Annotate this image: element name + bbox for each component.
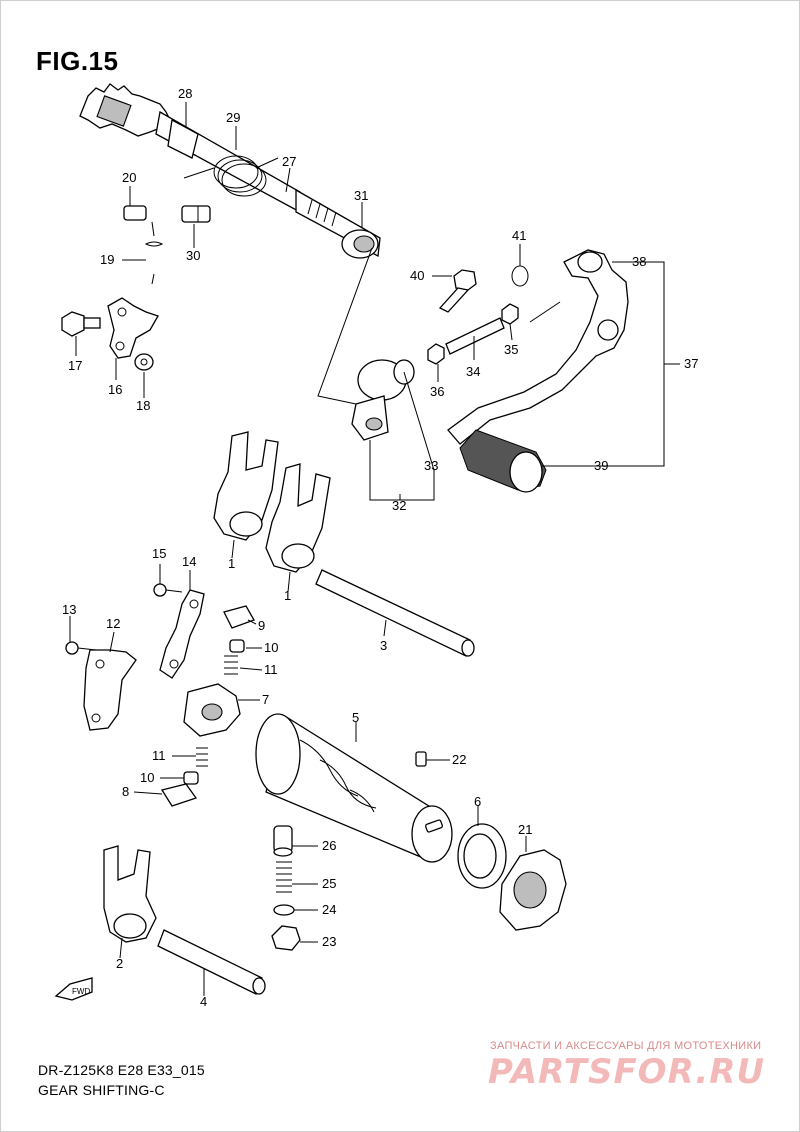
fork-shaft-4	[157, 929, 266, 995]
callout-10-upper: 10	[264, 640, 278, 655]
pin-22	[415, 751, 427, 767]
callout-29: 29	[226, 110, 240, 125]
callout-35: 35	[504, 342, 518, 357]
shift-fork-1-lower	[265, 463, 331, 573]
callout-26: 26	[322, 838, 336, 853]
callout-11-lower: 11	[152, 748, 166, 763]
plug-23	[271, 925, 301, 951]
shift-fork-1-upper	[213, 431, 279, 541]
pin-10-upper	[229, 639, 245, 653]
callout-24: 24	[322, 902, 336, 917]
shaft-return-spring	[183, 155, 279, 197]
callout-labels: 28 29 27 31 20 19 30 17 16 18 40 41 38 3…	[62, 86, 698, 1009]
callout-1-upper: 1	[228, 556, 235, 571]
callout-34: 34	[466, 364, 480, 379]
callout-10-lower: 10	[140, 770, 154, 785]
callout-36: 36	[430, 384, 444, 399]
pin-10-lower	[183, 771, 199, 785]
callout-38: 38	[632, 254, 646, 269]
section-name: GEAR SHIFTING-C	[38, 1082, 165, 1098]
callout-7: 7	[262, 692, 269, 707]
callout-3: 3	[380, 638, 387, 653]
callout-9: 9	[258, 618, 265, 633]
stopper-bracket-12	[83, 649, 137, 731]
fwd-direction-arrow-icon: FWD	[54, 977, 93, 1001]
washer-18	[134, 353, 154, 371]
bolt-34	[445, 317, 505, 355]
spring-25	[276, 861, 292, 893]
clip-41	[511, 265, 529, 287]
washer-6	[457, 823, 507, 889]
fwd-label: FWD	[72, 987, 90, 996]
model-code: DR-Z125K8 E28 E33_015	[38, 1062, 205, 1078]
gear-shift-lever	[447, 249, 629, 445]
spring-19	[144, 221, 164, 285]
callout-32: 32	[392, 498, 406, 513]
callout-2: 2	[116, 956, 123, 971]
gear-shift-cam-drum	[255, 713, 453, 863]
callout-41: 41	[512, 228, 526, 243]
watermark-logo: PARTSFOR.RU	[488, 1052, 766, 1092]
callout-27: 27	[282, 154, 296, 169]
callout-20: 20	[122, 170, 136, 185]
stopper-plate-14	[159, 589, 205, 679]
cam-stopper-7	[183, 683, 241, 737]
spring-11-upper	[224, 655, 238, 675]
fork-shaft-3	[315, 569, 475, 657]
callout-6: 6	[474, 794, 481, 809]
callout-13: 13	[62, 602, 76, 617]
cam-plate-21	[499, 849, 567, 931]
callout-5: 5	[352, 710, 359, 725]
link-rod-joint-32-33	[351, 359, 415, 441]
callout-18: 18	[136, 398, 150, 413]
callout-23: 23	[322, 934, 336, 949]
callout-37: 37	[684, 356, 698, 371]
callout-31: 31	[354, 188, 368, 203]
callout-28: 28	[178, 86, 192, 101]
oil-seal-31	[341, 229, 379, 259]
screw-13	[65, 641, 97, 655]
gasket-24	[273, 904, 295, 916]
callout-16: 16	[108, 382, 122, 397]
callout-17: 17	[68, 358, 82, 373]
callout-14: 14	[182, 554, 196, 569]
watermark-tagline: ЗАПЧАСТИ И АКСЕССУАРЫ ДЛЯ МОТОТЕХНИКИ	[490, 1040, 762, 1052]
figure-title: FIG.15	[36, 46, 119, 76]
bolt-17	[61, 311, 101, 337]
callout-11-upper: 11	[264, 662, 278, 677]
callout-25: 25	[322, 876, 336, 891]
callout-4: 4	[200, 994, 207, 1009]
plate-16	[107, 297, 159, 359]
leader-lines	[69, 102, 680, 996]
bolt-20	[123, 205, 147, 221]
callout-39: 39	[594, 458, 608, 473]
spring-11-lower	[196, 747, 208, 767]
nut-35	[501, 303, 519, 325]
callout-30: 30	[186, 248, 200, 263]
callout-12: 12	[106, 616, 120, 631]
pin-9	[223, 605, 255, 629]
callout-40: 40	[410, 268, 424, 283]
bolt-40	[438, 269, 477, 313]
callout-1-lower: 1	[284, 588, 291, 603]
nut-36	[427, 343, 445, 365]
pawl-8	[160, 783, 198, 807]
callout-19: 19	[100, 252, 114, 267]
shift-fork-2	[103, 845, 157, 943]
callout-8: 8	[122, 784, 129, 799]
callout-21: 21	[518, 822, 532, 837]
shift-pedal-rubber	[459, 429, 547, 493]
callout-33: 33	[424, 458, 438, 473]
callout-15: 15	[152, 546, 166, 561]
screw-15	[153, 583, 183, 597]
callout-22: 22	[452, 752, 466, 767]
pin-26	[273, 825, 293, 857]
bolt-30	[181, 205, 211, 223]
